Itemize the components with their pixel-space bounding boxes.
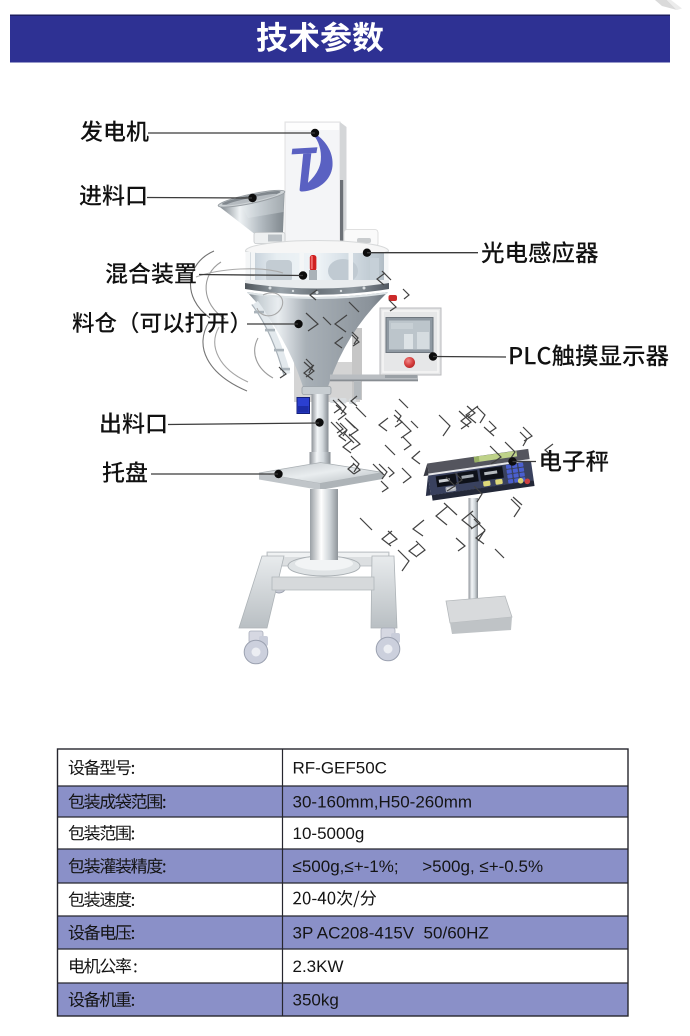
svg-text:≤500g,≤+-1%; >500g, ≤+-0.5: ≤500g,≤+-1%; >500g, ≤+-0.5% — [293, 857, 544, 876]
svg-text:10-5000g: 10-5000g — [293, 824, 365, 843]
svg-text:350kg: 350kg — [293, 991, 339, 1010]
svg-text:2.3KW: 2.3KW — [293, 957, 344, 976]
svg-text:30-160mm,H50-260mm: 30-160mm,H50-260mm — [293, 793, 473, 812]
svg-text:3P AC208-415V 50/60HZ: 3P AC208-415V 50/60HZ — [293, 924, 489, 943]
svg-text:RF-GEF50C: RF-GEF50C — [293, 759, 387, 778]
